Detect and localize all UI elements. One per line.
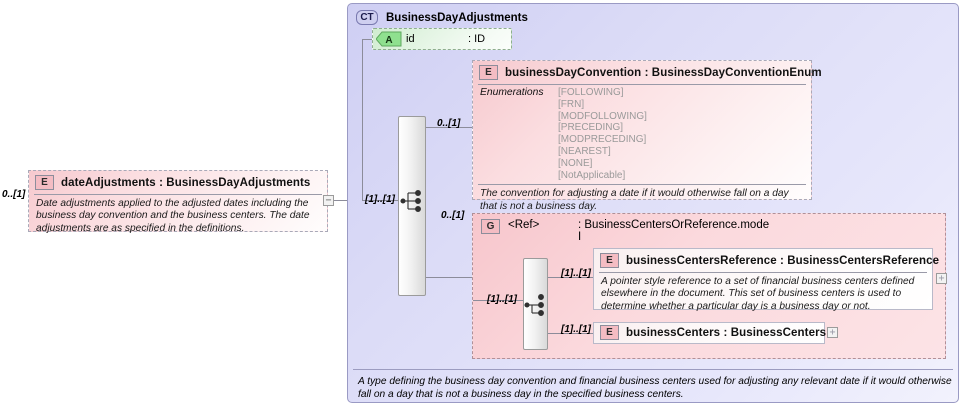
element-businessDayConvention[interactable]: E businessDayConvention : BusinessDayCon…	[472, 60, 822, 212]
group-header: G <Ref> : BusinessCentersOrReference.mod…	[473, 214, 945, 248]
element-businessCentersReference-title: businessCentersReference : BusinessCente…	[626, 254, 940, 267]
enum-value: [MODPRECEDING]	[558, 134, 647, 146]
attribute-badge-wrap: A	[376, 31, 402, 47]
attribute-id-name: id	[406, 33, 415, 45]
sequence-branch-group	[426, 277, 473, 278]
enum-value: [NEAREST]	[558, 145, 611, 157]
element-dateAdjustments-documentation: Date adjustments applied to the adjusted…	[36, 198, 310, 234]
enumerations-values: [FOLLOWING] [FRN] [MODFOLLOWING] [PRECED…	[558, 87, 647, 181]
divider	[599, 272, 927, 273]
enum-value: [FOLLOWING]	[558, 87, 624, 98]
choice-compositor[interactable]	[523, 258, 548, 350]
enum-value: [PRECEDING]	[558, 122, 624, 134]
element-businessCentersReference-documentation: A pointer style reference to a set of fi…	[601, 276, 915, 312]
element-badge-icon: E	[35, 175, 54, 190]
element-dateAdjustments-title: dateAdjustments : BusinessDayAdjustments	[61, 176, 311, 189]
enum-value: [FRN]	[558, 98, 585, 110]
group-badge-icon: G	[481, 219, 500, 234]
complextype-badge-icon: CT	[356, 10, 378, 25]
complextype-documentation: A type defining the business day convent…	[358, 376, 952, 400]
element-badge-icon: E	[600, 325, 619, 340]
attribute-id[interactable]: A id : ID	[372, 28, 512, 50]
element-badge-icon: E	[479, 65, 498, 80]
group-type-block: : BusinessCentersOrReference.mode I	[578, 219, 769, 243]
attribute-badge-icon: A	[376, 31, 402, 47]
spine-vertical-attribute	[362, 39, 363, 201]
element-dateAdjustments[interactable]: E dateAdjustments : BusinessDayAdjustmen…	[28, 170, 328, 234]
enum-value: [NotApplicable]	[558, 169, 626, 181]
element-businessCenters-title: businessCenters : BusinessCenters	[626, 326, 827, 339]
sequence-branch-convention	[426, 127, 473, 128]
attribute-id-type: : ID	[468, 33, 486, 45]
element-dateAdjustments-header: E dateAdjustments : BusinessDayAdjustmen…	[29, 171, 327, 194]
group-ref-label: <Ref>	[508, 219, 540, 231]
choice-icon	[524, 294, 544, 316]
element-businessCentersReference[interactable]: E businessCentersReference : BusinessCen…	[593, 248, 939, 312]
spine-to-sequence	[362, 200, 398, 201]
enum-value: [NONE]	[558, 157, 593, 169]
element-businessDayConvention-title: businessDayConvention : BusinessDayConve…	[505, 66, 822, 79]
element-badge-icon: E	[600, 253, 619, 268]
cardinality-group: 0..[1]	[441, 210, 465, 221]
enumerations-label: Enumerations	[480, 87, 544, 98]
complextype-header: CT BusinessDayAdjustments	[349, 5, 536, 28]
sequence-compositor[interactable]	[398, 116, 426, 296]
container-footer-divider	[353, 369, 953, 370]
choice-branch-centers	[548, 333, 593, 334]
group-spine-to-choice	[473, 300, 523, 301]
divider	[34, 194, 322, 195]
cardinality-businessDayConvention: 0..[1]	[437, 118, 461, 129]
choice-branch-reference	[548, 277, 593, 278]
cardinality-businessCenters: [1]..[1]	[561, 324, 591, 335]
element-businessDayConvention-header: E businessDayConvention : BusinessDayCon…	[473, 61, 822, 84]
element-businessCenters[interactable]: E businessCenters : BusinessCenters	[593, 322, 827, 344]
group-subline: I	[578, 231, 582, 243]
group-type: : BusinessCentersOrReference.mode	[578, 219, 770, 231]
svg-text:A: A	[385, 35, 392, 46]
divider	[478, 184, 806, 186]
expand-icon-businessCentersReference[interactable]: +	[936, 273, 947, 284]
enumerations-row: Enumerations [FOLLOWING] [FRN] [MODFOLLO…	[473, 85, 811, 184]
cardinality-dateAdjustments: 0..[1]	[2, 189, 26, 200]
element-businessCentersReference-header: E businessCentersReference : BusinessCen…	[594, 249, 939, 272]
complextype-title: BusinessDayAdjustments	[386, 11, 528, 24]
collapse-icon-dateAdjustments[interactable]: −	[323, 195, 334, 206]
enum-value: [MODFOLLOWING]	[558, 110, 647, 122]
spine-to-attribute	[362, 39, 372, 40]
sequence-icon	[400, 190, 421, 212]
element-businessDayConvention-documentation: The convention for adjusting a date if i…	[480, 188, 789, 212]
element-businessCenters-header: E businessCenters : BusinessCenters	[594, 323, 827, 342]
cardinality-businessCentersReference: [1]..[1]	[561, 268, 591, 279]
divider	[478, 84, 806, 85]
expand-icon-businessCenters[interactable]: +	[827, 327, 838, 338]
cardinality-sequence: [1]..[1]	[365, 194, 395, 205]
cardinality-choice: [1]..[1]	[487, 294, 517, 305]
